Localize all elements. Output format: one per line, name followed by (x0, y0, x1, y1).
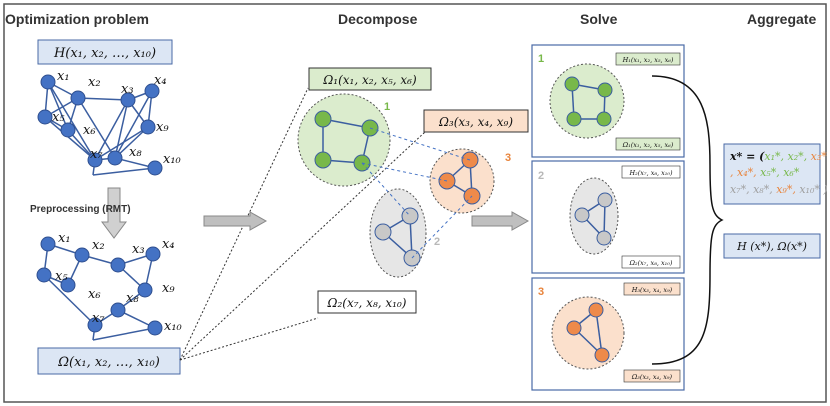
svg-text:x* = (x₁*, x₂*, x₃*: x* = (x₁*, x₂*, x₃* (729, 150, 827, 163)
reduced-graph-labels: x₁ x₂ x₃ x₄ x₅ x₆ x₇ x₈ x₉ x₁₀ (55, 231, 183, 334)
svg-text:x₂: x₂ (92, 238, 105, 253)
svg-text:x₆: x₆ (88, 287, 101, 302)
svg-text:x₂: x₂ (88, 75, 101, 90)
solve-3-h-box (623, 282, 681, 296)
solve-1-cluster (549, 63, 625, 139)
cluster-2-id: 2 (434, 236, 440, 248)
cluster-1 (297, 93, 391, 187)
header-solve: Solve (580, 11, 618, 27)
aggregate-solution-text: x* = (x₁*, x₂*, x₃* , x₄*, x₅*, x₆* x₇*,… (729, 150, 828, 196)
inter-cluster-links (361, 127, 473, 259)
omega-label: Ω(x₁, x₂, …, x₁₀) (57, 355, 160, 370)
omega3-box (423, 109, 529, 133)
svg-text:x₃: x₃ (132, 242, 145, 257)
solve-3-nodes (566, 302, 610, 363)
solve-1-nodes (564, 76, 613, 127)
omega3-label: Ω₃(x₃, x₄, x₉) (438, 115, 513, 129)
svg-text:x₈: x₈ (129, 145, 142, 160)
solve-arrow (471, 211, 530, 231)
solve-1-o-box (615, 137, 681, 151)
solve-1-h-box (615, 52, 681, 66)
omega-box (37, 347, 181, 375)
svg-text:x₉: x₉ (156, 120, 169, 135)
solve-2-o-box (621, 255, 681, 269)
svg-text:x₃: x₃ (121, 82, 134, 97)
svg-text:x₈: x₈ (126, 291, 139, 306)
svg-text:x₁₀: x₁₀ (163, 152, 182, 167)
aggregate-solution-box (723, 143, 821, 205)
hamiltonian-box (37, 39, 173, 65)
svg-text:x₇*, x₈*, x₉*, x₁₀* ): x₇*, x₈*, x₉*, x₁₀* ) (730, 183, 828, 196)
aggregate-result-label: H (x*), Ω(x*) (736, 240, 807, 253)
omega1-label: Ω₁(x₁, x₂, x₅, x₆) (322, 73, 417, 87)
svg-text:x₆: x₆ (83, 123, 96, 138)
solve-3-o-box (623, 369, 681, 383)
solve-3-h-label: H₃(x₃, x₄, x₉) (631, 286, 673, 294)
header-aggregate: Aggregate (747, 11, 816, 27)
aggregate-brace (651, 75, 724, 365)
solve-1-o-label: Ω₁(x₁, x₂, x₅, x₆) (622, 141, 674, 149)
solve-1-id: 1 (538, 53, 544, 65)
svg-text:x₁: x₁ (58, 231, 71, 246)
decompose-arrow (203, 211, 268, 231)
full-graph-nodes (37, 74, 163, 176)
svg-text:x₄: x₄ (154, 73, 167, 88)
solve-3-cluster (551, 296, 625, 370)
cluster-3-id: 3 (505, 152, 511, 164)
solve-2-h-box (621, 165, 681, 179)
cluster-1-id: 1 (384, 101, 390, 113)
svg-text:x₇: x₇ (90, 147, 103, 162)
hamiltonian-label: H(x₁, x₂, …, x₁₀) (53, 46, 156, 61)
header-decompose: Decompose (338, 11, 418, 27)
svg-text:x₅: x₅ (52, 110, 65, 125)
header-problem: Optimization problem (5, 11, 149, 27)
svg-text:, x₄*, x₅*, x₆*: , x₄*, x₅*, x₆* (730, 166, 800, 179)
decompose-connectors (179, 87, 426, 361)
svg-text:x₁: x₁ (57, 69, 70, 84)
solve-3-o-label: Ω₃(x₃, x₄, x₉) (631, 373, 673, 381)
svg-text:x₁₀: x₁₀ (164, 319, 183, 334)
solve-2-id: 2 (538, 170, 544, 182)
preprocessing-arrow (101, 187, 127, 239)
svg-text:x₇: x₇ (92, 311, 105, 326)
solve-2-nodes (574, 192, 613, 246)
omega2-label: Ω₂(x₇, x₈, x₁₀) (327, 296, 407, 310)
solve-3-id: 3 (538, 286, 544, 298)
full-graph-labels: x₁ x₂ x₃ x₄ x₅ x₆ x₇ x₈ x₉ x₁₀ (52, 69, 182, 167)
cluster-2-nodes (374, 207, 421, 267)
omega2-box (317, 290, 417, 314)
aggregate-result-box (723, 233, 821, 259)
svg-text:x₅: x₅ (55, 269, 68, 284)
preprocessing-label: Preprocessing (RMT) (30, 204, 131, 215)
reduced-graph-nodes (36, 236, 163, 336)
svg-text:x₉: x₉ (162, 281, 175, 296)
cluster-1-nodes (314, 110, 379, 172)
omega1-box (308, 67, 432, 91)
solve-2-o-label: Ω₂(x₇, x₈, x₁₀) (629, 259, 673, 267)
solve-1-h-label: H₁(x₁, x₂, x₅, x₆) (622, 56, 674, 64)
outer-frame (3, 3, 827, 403)
svg-text:x₄: x₄ (162, 237, 175, 252)
solve-2-h-label: H₂(x₇, x₈, x₁₀) (628, 169, 672, 177)
